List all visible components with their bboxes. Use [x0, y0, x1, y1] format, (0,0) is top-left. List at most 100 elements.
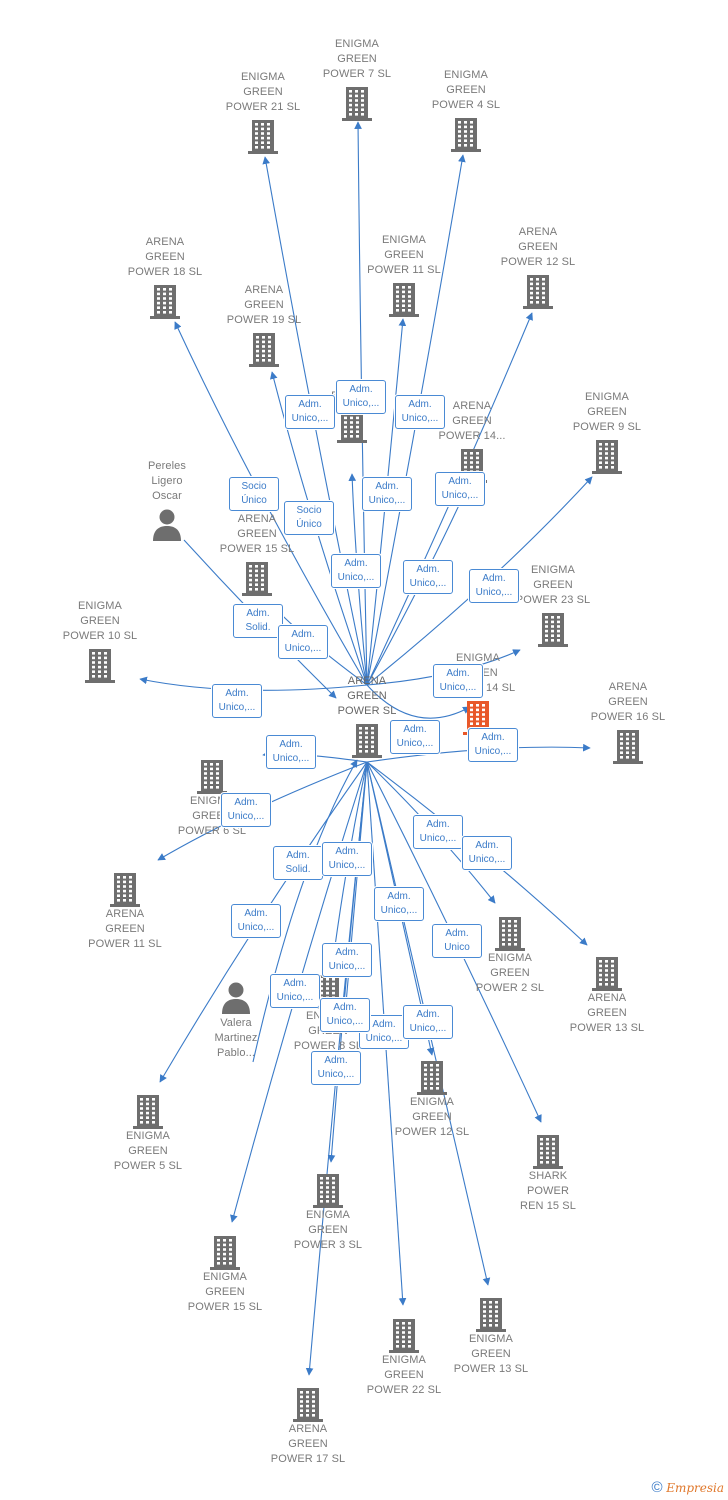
node-label: ENIGMA GREEN POWER 3 SL	[293, 1209, 363, 1251]
edge-role-label[interactable]: Adm. Unico,...	[374, 887, 424, 921]
building-icon	[613, 730, 643, 764]
building-icon	[592, 957, 622, 991]
building-icon	[538, 613, 568, 647]
copyright-symbol: ©	[651, 1479, 663, 1496]
company-node[interactable]: ENIGMA GREEN POWER 4 SL	[411, 68, 521, 152]
company-node[interactable]: ENIGMA GREEN POWER 11 SL	[349, 233, 459, 317]
company-node[interactable]: ARENA GREEN POWER 17 SL	[253, 1383, 363, 1467]
edge-role-label[interactable]: Adm. Unico,...	[278, 625, 328, 659]
company-node[interactable]: ENIGMA GREEN POWER 2 SL	[455, 912, 565, 996]
building-icon	[592, 440, 622, 474]
edge-role-label[interactable]: Adm. Unico	[432, 924, 482, 958]
company-node[interactable]: ENIGMA GREEN POWER 13 SL	[436, 1293, 546, 1377]
edge-role-label[interactable]: Adm. Unico,...	[270, 974, 320, 1008]
edge-role-label[interactable]: Adm. Unico,...	[212, 684, 262, 718]
company-node[interactable]: ENIGMA GREEN POWER 12 SL	[377, 1056, 487, 1140]
building-icon	[451, 118, 481, 152]
node-label: ENIGMA GREEN POWER 23 SL	[515, 564, 591, 606]
node-label: ENIGMA GREEN POWER 10 SL	[62, 600, 138, 642]
company-node[interactable]: ARENA GREEN POWER 15 SL	[202, 512, 312, 596]
company-node[interactable]: ENIGMA GREEN POWER 3 SL	[273, 1169, 383, 1253]
building-icon	[293, 1388, 323, 1422]
edge-role-label[interactable]: Adm. Unico,...	[336, 380, 386, 414]
node-label: ARENA GREEN POWER 13 SL	[569, 992, 645, 1034]
edge-role-label[interactable]: Adm. Unico,...	[285, 395, 335, 429]
edge-role-label[interactable]: Socio Único	[229, 477, 279, 511]
node-label: ARENA GREEN POWER 17 SL	[270, 1423, 346, 1465]
edge-role-label[interactable]: Adm. Solid.	[273, 846, 323, 880]
company-node[interactable]: ARENA GREEN POWER 13 SL	[552, 952, 662, 1036]
edge-role-label[interactable]: Adm. Unico,...	[435, 472, 485, 506]
node-label: ENIGMA GREEN POWER 13 SL	[453, 1333, 529, 1375]
edge-role-label[interactable]: Adm. Unico,...	[462, 836, 512, 870]
brand-logo: Empresia	[666, 1481, 724, 1495]
edge-role-label[interactable]: Adm. Unico,...	[413, 815, 463, 849]
company-node[interactable]: ARENA GREEN POWER 12 SL	[483, 225, 593, 309]
building-icon	[85, 649, 115, 683]
edge-role-label[interactable]: Adm. Unico,...	[395, 395, 445, 429]
company-node[interactable]: SHARK POWER REN 15 SL	[493, 1130, 603, 1214]
node-label: ENIGMA GREEN POWER 7 SL	[322, 38, 392, 80]
company-node[interactable]: ARENA GREEN POWER 16 SL	[573, 680, 683, 764]
person-icon	[222, 982, 250, 1014]
edge-role-label[interactable]: Adm. Unico,...	[231, 904, 281, 938]
company-node[interactable]: ENIGMA GREEN POWER 7 SL	[302, 37, 412, 121]
company-node[interactable]: ENIGMA GREEN POWER 22 SL	[349, 1314, 459, 1398]
person-icon	[153, 509, 181, 541]
building-icon	[110, 873, 140, 907]
node-label: ENIGMA GREEN POWER 11 SL	[367, 234, 441, 276]
edge-role-label[interactable]: Adm. Unico,...	[311, 1051, 361, 1085]
company-node[interactable]: ENIGMA GREEN POWER 21 SL	[208, 70, 318, 154]
building-icon	[242, 562, 272, 596]
node-label: ARENA GREEN POWER 12 SL	[500, 226, 576, 268]
edge-role-label[interactable]: Adm. Unico,...	[266, 735, 316, 769]
building-icon	[210, 1236, 240, 1270]
company-node[interactable]: ARENA GREEN POWER SL	[312, 674, 422, 758]
company-node[interactable]: ARENA GREEN POWER 19 SL	[209, 283, 319, 367]
building-icon	[533, 1135, 563, 1169]
building-icon	[313, 1174, 343, 1208]
edge-role-label[interactable]: Adm. Unico,...	[221, 793, 271, 827]
building-icon	[197, 760, 227, 794]
edge-role-label[interactable]: Adm. Unico,...	[362, 477, 412, 511]
edge-role-label[interactable]: Adm. Unico,...	[433, 664, 483, 698]
company-node[interactable]: ENIGMA GREEN POWER 23 SL	[498, 563, 608, 647]
edge-role-label[interactable]: Adm. Unico,...	[322, 842, 372, 876]
building-icon	[476, 1298, 506, 1332]
company-node[interactable]: ENIGMA GREEN POWER 5 SL	[93, 1090, 203, 1174]
node-label: ENIGMA GREEN POWER 21 SL	[225, 71, 301, 113]
node-label: ARENA GREEN POWER 15 SL	[219, 513, 295, 555]
node-label: ARENA GREEN POWER 16 SL	[590, 681, 666, 723]
building-icon	[342, 87, 372, 121]
edge-role-label[interactable]: Adm. Solid.	[233, 604, 283, 638]
edge-role-label[interactable]: Adm. Unico,...	[468, 728, 518, 762]
edge-role-label[interactable]: Adm. Unico,...	[390, 720, 440, 754]
edge-role-label[interactable]: Adm. Unico,...	[320, 998, 370, 1032]
company-node[interactable]: ENIGMA GREEN POWER 9 SL	[552, 390, 662, 474]
node-label: Valera Martinez Pablo...	[214, 1017, 258, 1059]
node-label: ARENA GREEN POWER 19 SL	[226, 284, 302, 326]
building-icon	[248, 120, 278, 154]
edge-role-label[interactable]: Adm. Unico,...	[403, 560, 453, 594]
person-node[interactable]: Pereles Ligero Oscar	[112, 459, 222, 543]
edge-role-label[interactable]: Socio Único	[284, 501, 334, 535]
building-icon	[523, 275, 553, 309]
edge-role-label[interactable]: Adm. Unico,...	[331, 554, 381, 588]
edge-role-label[interactable]: Adm. Unico,...	[322, 943, 372, 977]
building-icon	[337, 409, 367, 443]
person-node[interactable]: Valera Martinez Pablo...	[181, 977, 291, 1061]
company-node[interactable]: ENIGMA GREEN POWER 10 SL	[45, 599, 155, 683]
edge-role-label[interactable]: Adm. Unico,...	[469, 569, 519, 603]
company-node[interactable]: ARENA GREEN POWER 18 SL	[110, 235, 220, 319]
company-node[interactable]: ARENA GREEN POWER 11 SL	[70, 868, 180, 952]
company-node[interactable]: ENIGMA GREEN POWER 15 SL	[170, 1231, 280, 1315]
node-label: ENIGMA GREEN POWER 15 SL	[187, 1271, 263, 1313]
edge-line	[366, 684, 471, 719]
building-icon	[495, 917, 525, 951]
building-icon	[352, 724, 382, 758]
node-label: ENIGMA GREEN POWER 22 SL	[366, 1354, 442, 1396]
node-label: SHARK POWER REN 15 SL	[520, 1170, 576, 1212]
edge-role-label[interactable]: Adm. Unico,...	[403, 1005, 453, 1039]
node-label: ARENA GREEN POWER 18 SL	[127, 236, 203, 278]
